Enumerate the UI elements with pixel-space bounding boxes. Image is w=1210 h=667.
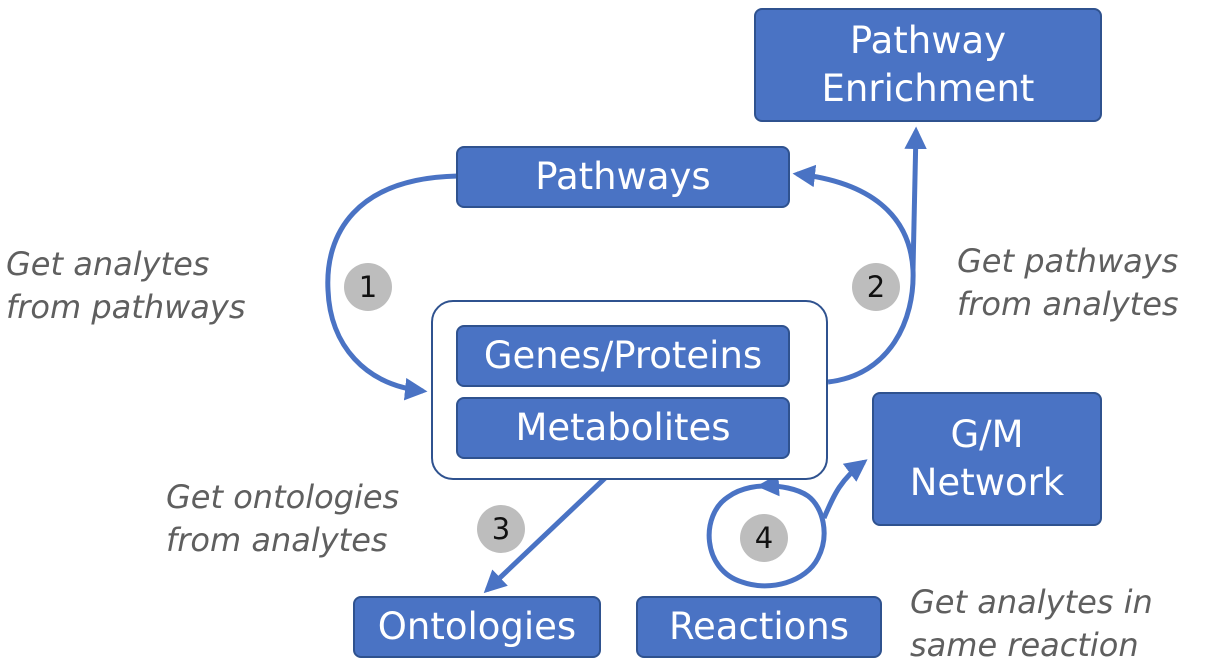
step-4-label: Get analytes in same reaction — [910, 581, 1153, 667]
step-4-label-line1: Get analytes in — [910, 583, 1153, 621]
arrow-reactions-to-network — [821, 459, 868, 519]
ontologies-box: Ontologies — [353, 596, 601, 658]
pathway-enrichment-box: Pathway Enrichment — [754, 8, 1102, 122]
metabolites-box: Metabolites — [456, 397, 790, 459]
arrow-reaction-self-loop — [706, 473, 827, 589]
step-3-label-line1: Get ontologies — [166, 478, 400, 516]
pathways-box: Pathways — [456, 146, 790, 208]
step-2-label-line2: from analytes — [957, 285, 1179, 323]
step-1-label: Get analytes from pathways — [6, 243, 245, 329]
step-2-label: Get pathways from analytes — [957, 240, 1179, 326]
step-3-label: Get ontologies from analytes — [166, 476, 399, 562]
genes-proteins-box: Genes/Proteins — [456, 325, 790, 387]
step-3-badge: 3 — [477, 505, 525, 553]
arrow-metabolites-to-ontologies — [483, 460, 624, 594]
step-1-badge: 1 — [344, 263, 392, 311]
step-4-badge: 4 — [740, 514, 788, 562]
step-2-label-line1: Get pathways — [957, 242, 1179, 280]
gm-network-box: G/M Network — [872, 392, 1102, 526]
step-1-label-line2: from pathways — [6, 288, 246, 326]
arrow-to-pathway-enrichment — [904, 126, 927, 271]
step-3-label-line2: from analytes — [166, 521, 388, 559]
step-1-label-line1: Get analytes — [6, 245, 210, 283]
step-4-label-line2: same reaction — [910, 626, 1139, 664]
reactions-box: Reactions — [636, 596, 882, 658]
step-2-badge: 2 — [852, 263, 900, 311]
arrow-pathways-to-analytes — [325, 173, 459, 401]
